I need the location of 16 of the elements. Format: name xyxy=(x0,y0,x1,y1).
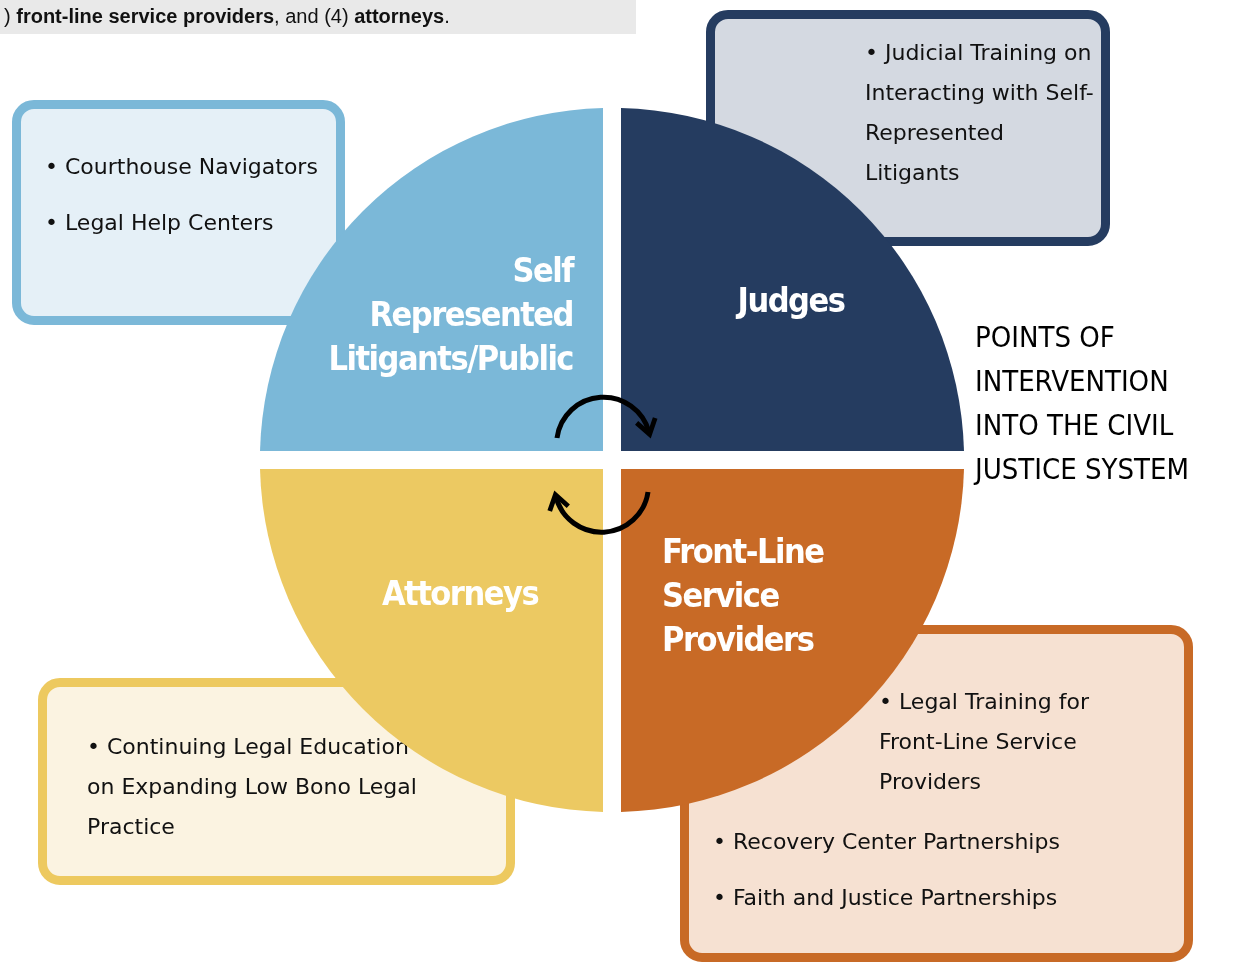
quadrant-title: Attorneys xyxy=(380,572,540,615)
bullet-text: • Courthouse Navigators xyxy=(45,153,319,181)
quadrant-title: Front-Line Service Providers xyxy=(662,530,825,661)
bullet-text: • Judicial Training on Interacting with Self-Represented Litigants xyxy=(865,39,1095,187)
bullet-text: • Faith and Justice Partnerships xyxy=(713,884,1059,912)
side-heading: POINTS OF INTERVENTION INTO THE CIVIL JUSTICE SYSTEM xyxy=(975,319,1190,488)
bullet-text: • Legal Help Centers xyxy=(45,209,275,237)
quadrant-title: Judges xyxy=(734,279,846,322)
bullet-text: • Legal Training for Front-Line Service Providers xyxy=(879,688,1090,796)
intro-text: ) front-line service providers, and (4) attorneys. xyxy=(4,5,450,28)
bullet-text: • Continuing Legal Education on Expanding Low Bono Legal Practice xyxy=(87,733,417,841)
quadrant-title: Self Represented Litigants/Public xyxy=(327,249,573,380)
callout-box xyxy=(12,100,345,325)
cycle-arrow xyxy=(554,394,657,439)
cycle-arrow xyxy=(548,491,651,535)
bullet-text: • Recovery Center Partnerships xyxy=(713,828,1061,856)
